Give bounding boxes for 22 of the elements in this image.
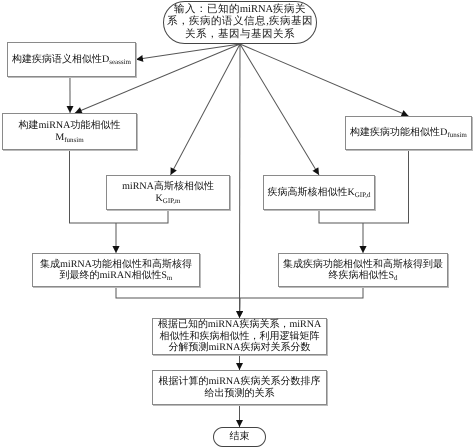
process-box: 构建疾病功能相似性D$_{funsim}$ xyxy=(345,116,472,150)
arrow xyxy=(240,44,320,176)
arrow xyxy=(170,44,240,176)
arrow xyxy=(236,404,243,428)
terminal-pill: 输入：已知的miRNA疾病关系，疾病的语义信息,疾病基因关系，基因与基因关系 xyxy=(163,1,317,44)
terminal-pill: 结束 xyxy=(213,427,266,447)
process-box: 构建疾病语义相似性D$_{seassim}$ xyxy=(7,42,136,77)
arrow xyxy=(66,76,74,114)
process-box: miRNA高斯核相似性K$_{GIP,m}$ xyxy=(106,175,230,210)
arrow xyxy=(74,44,240,114)
arrow xyxy=(136,44,240,62)
process-box: 根据已知的miRNA疾病关系，miRNA相似性和疾病相似性，利用逻辑矩阵分解预测miRNA疾病对关系分数 xyxy=(152,318,327,355)
process-box: 构建miRNA功能相似性M$_{funsim}$ xyxy=(2,113,137,150)
process-box: 集成miRNA功能相似性和高斯核得到最终的miRAN相似性S$_{m}$ xyxy=(32,253,200,287)
arrow xyxy=(318,210,366,254)
arrow xyxy=(236,354,243,370)
process-box: 根据计算的miRNA疾病关系分数排序给出预测的关系 xyxy=(152,370,327,405)
process-box: 疾病高斯核相似性K$_{GIP,d}$ xyxy=(263,175,375,210)
arrow xyxy=(236,286,364,318)
arrow xyxy=(112,210,168,254)
process-box: 集成疾病功能相似性和高斯核得到最终疾病相似性S$_{d}$ xyxy=(278,253,448,287)
arrow xyxy=(240,44,409,116)
